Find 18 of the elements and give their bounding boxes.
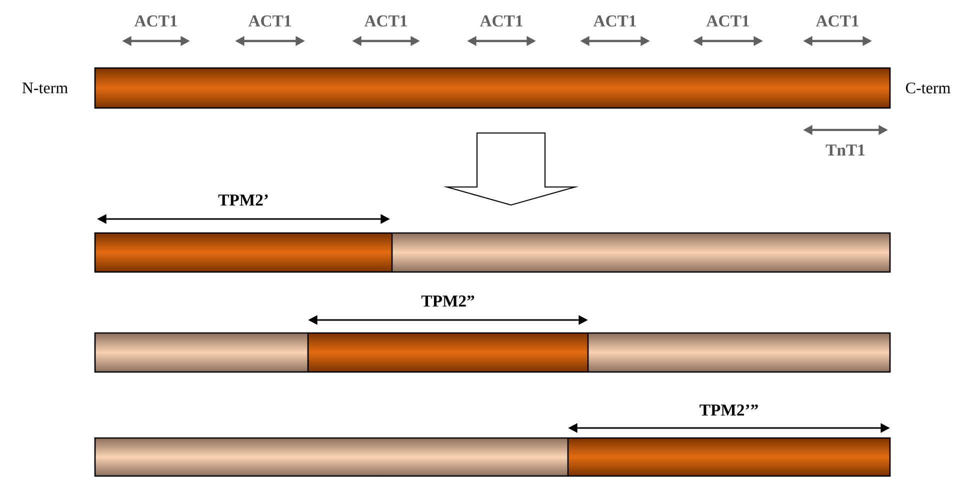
region-label: ACT1 (364, 15, 407, 27)
region-label: ACT1 (248, 15, 291, 27)
region-label: TPM2” (421, 295, 474, 307)
block-arrow (443, 132, 579, 206)
protein-bar (94, 332, 891, 373)
protein-bar (94, 232, 891, 273)
terminus-label: C-term (906, 82, 950, 94)
region-label: ACT1 (816, 15, 858, 27)
region-label: ACT1 (593, 15, 636, 27)
region-label: ACT1 (706, 15, 749, 27)
region-label: ACT1 (134, 15, 177, 27)
terminus-label: N-term (22, 82, 68, 94)
region-label: TPM2’ (218, 194, 268, 206)
region-label: ACT1 (480, 15, 522, 27)
protein-bar (94, 67, 891, 109)
region-label: TPM2’” (700, 404, 758, 416)
region-label: TnT1 (826, 144, 865, 156)
protein-bar (94, 437, 891, 477)
